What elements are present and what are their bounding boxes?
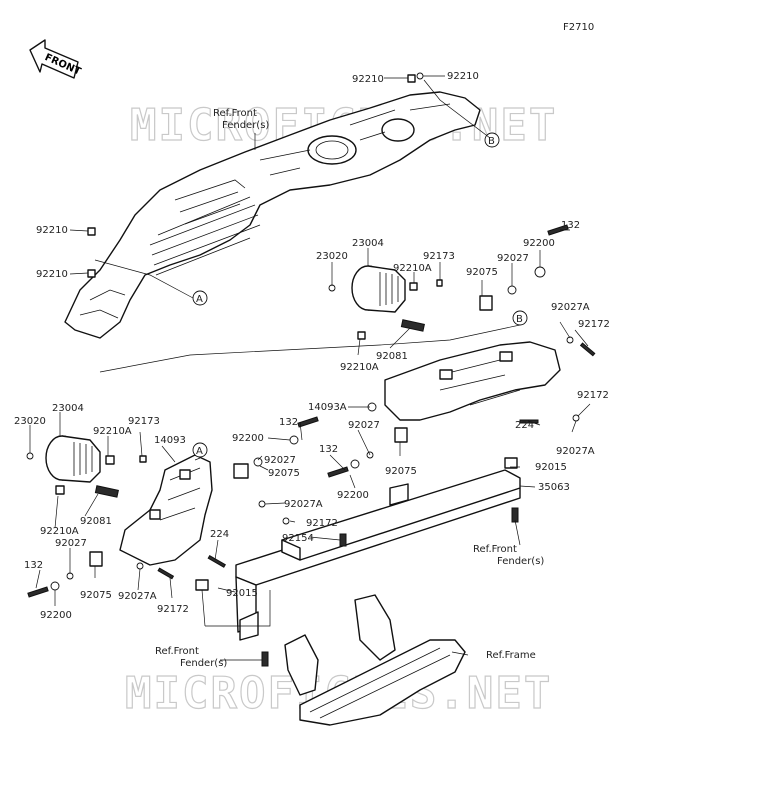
part-92200-left: 92200 — [40, 610, 72, 621]
part-92027-left-upper: 92027 — [264, 455, 296, 466]
part-14093a: 14093A — [308, 402, 347, 413]
part-23020-left: 23020 — [14, 416, 46, 427]
callout-b-lower: B — [512, 310, 528, 326]
bracket-14093a — [367, 341, 561, 421]
part-92210a-right-lower: 92210A — [340, 362, 379, 373]
frame-crossmember — [235, 469, 521, 696]
part-92210-top-right: 92210 — [447, 71, 479, 82]
headlight-right — [351, 265, 425, 332]
part-92210-left-upper: 92210 — [36, 225, 68, 236]
part-92027-right-upper: 92027 — [497, 253, 529, 264]
figure-code: F2710 — [563, 22, 594, 33]
part-23004-right: 23004 — [352, 238, 384, 249]
leader-lines — [29, 75, 591, 661]
part-92027a-left-upper: 92027A — [284, 499, 323, 510]
part-labels: 92210 92210 92210 92210 23020 23004 9221… — [14, 71, 610, 621]
callout-b-upper-letter: B — [488, 136, 495, 147]
ref-front-fender-top-line1: Ref.Front — [213, 108, 257, 119]
part-92027-left-lower: 92027 — [55, 538, 87, 549]
part-92027a-left-lower: 92027A — [118, 591, 157, 602]
part-92027-mid: 92027 — [348, 420, 380, 431]
part-23004-left: 23004 — [52, 403, 84, 414]
part-92075-right-upper: 92075 — [466, 267, 498, 278]
part-92027a-right-lower: 92027A — [556, 446, 595, 457]
part-92027a-right-upper: 92027A — [551, 302, 590, 313]
part-224-right: 224 — [515, 420, 534, 431]
ref-front-fender-bottom-line1: Ref.Front — [155, 646, 199, 657]
front-cover-assembly — [64, 91, 481, 339]
part-92015-left: 92015 — [226, 588, 258, 599]
ref-front-fender-top-line2: Fender(s) — [222, 120, 269, 131]
callout-a-lower-letter: A — [196, 446, 203, 457]
part-92173-left: 92173 — [128, 416, 160, 427]
part-92210-top-left: 92210 — [352, 74, 384, 85]
part-132-left: 132 — [24, 560, 43, 571]
part-92154: 92154 — [282, 533, 314, 544]
part-92015-right: 92015 — [535, 462, 567, 473]
part-92210-left-lower: 92210 — [36, 269, 68, 280]
part-92200-mid-lower: 92200 — [337, 490, 369, 501]
part-92210a-left-upper: 92210A — [93, 426, 132, 437]
part-14093: 14093 — [154, 435, 186, 446]
ref-front-fender-bottom-line2: Fender(s) — [180, 658, 227, 669]
callout-a-upper: A — [192, 290, 208, 306]
part-92210a-left-lower: 92210A — [40, 526, 79, 537]
ref-label-frame: Ref.Frame — [486, 650, 536, 661]
part-92172-right-lower: 92172 — [577, 390, 609, 401]
callout-b-lower-letter: B — [516, 314, 523, 325]
part-92172-left-lower: 92172 — [157, 604, 189, 615]
callout-b-upper: B — [484, 132, 500, 148]
part-132-mid-upper: 132 — [279, 417, 298, 428]
callout-a-upper-letter: A — [196, 294, 203, 305]
part-92081-left: 92081 — [80, 516, 112, 527]
part-92200-right-upper: 92200 — [523, 238, 555, 249]
part-92172-left-upper: 92172 — [306, 518, 338, 529]
part-35063: 35063 — [538, 482, 570, 493]
part-132-right-upper: 132 — [561, 220, 580, 231]
bracket-14093 — [119, 454, 213, 566]
part-92200-mid-upper: 92200 — [232, 433, 264, 444]
part-92210a-right-upper: 92210A — [393, 263, 432, 274]
part-92075-left-lower: 92075 — [80, 590, 112, 601]
part-92173-right: 92173 — [423, 251, 455, 262]
front-arrow-icon: FRONT — [29, 39, 82, 79]
fasteners — [26, 72, 596, 667]
part-132-mid-lower: 132 — [319, 444, 338, 455]
ref-front-fender-right-line2: Fender(s) — [497, 556, 544, 567]
part-92172-right-upper: 92172 — [578, 319, 610, 330]
ref-front-fender-right-line1: Ref.Front — [473, 544, 517, 555]
callout-a-lower: A — [192, 442, 208, 458]
part-92075-left-upper: 92075 — [268, 468, 300, 479]
part-224-left: 224 — [210, 529, 229, 540]
headlight-left — [45, 435, 119, 498]
part-23020-right: 23020 — [316, 251, 348, 262]
frame-base — [299, 639, 466, 726]
part-92075-mid: 92075 — [385, 466, 417, 477]
part-92081-right: 92081 — [376, 351, 408, 362]
